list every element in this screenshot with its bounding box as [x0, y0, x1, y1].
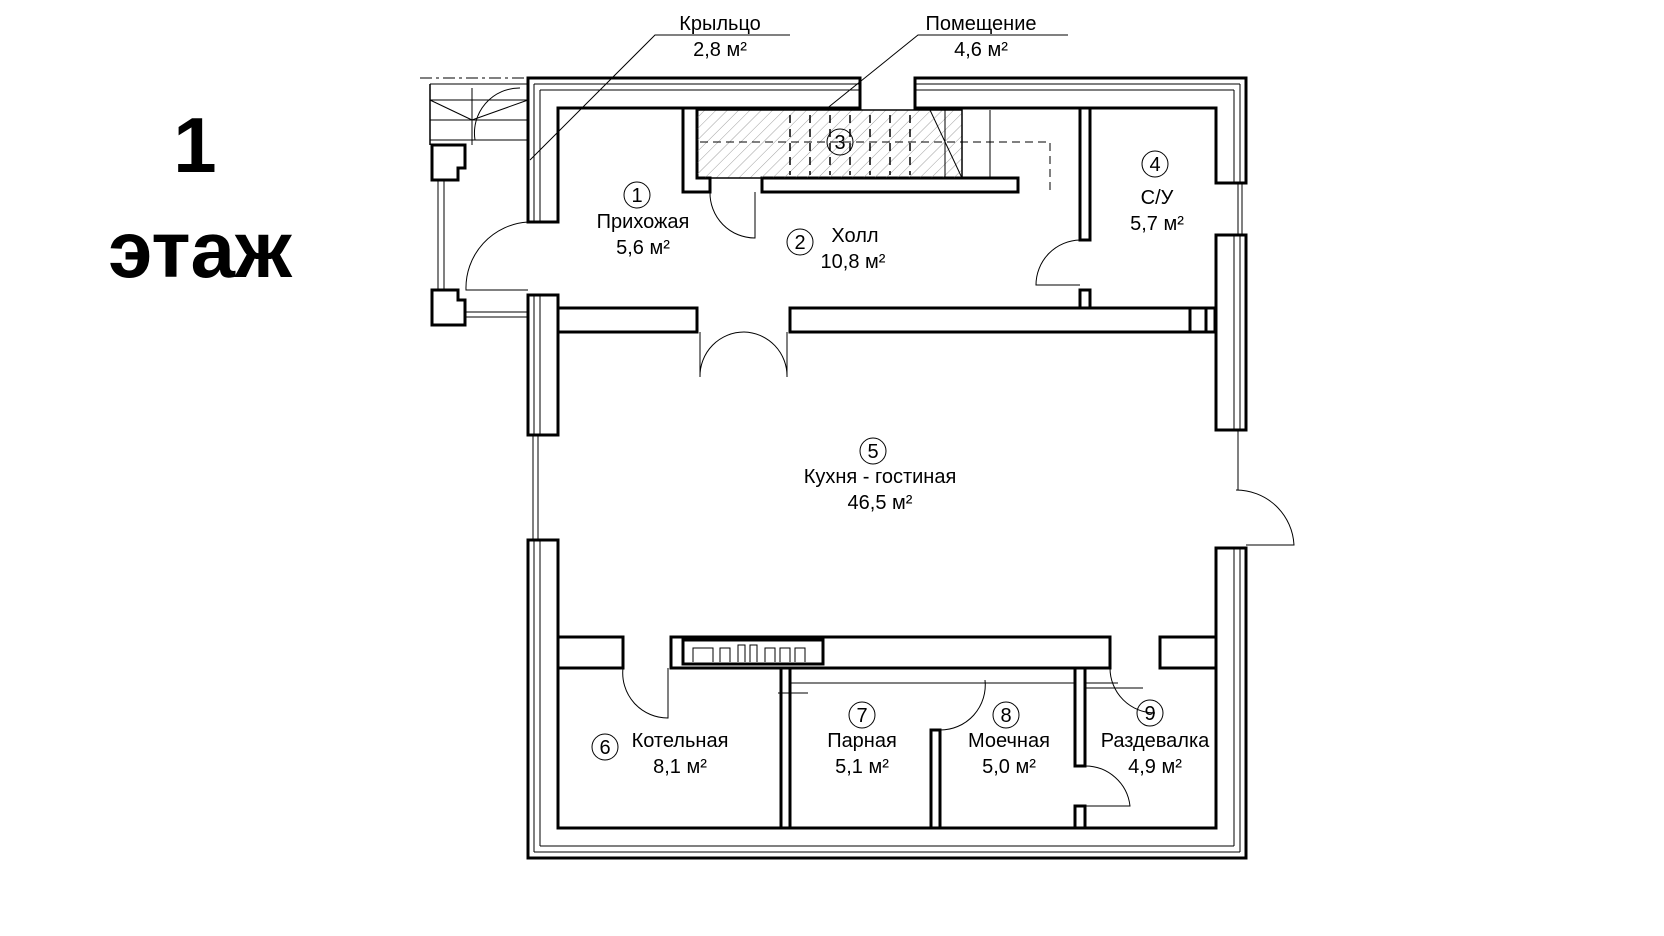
- room-name: Парная: [827, 730, 897, 752]
- room-name: Прихожая: [597, 211, 690, 233]
- floor-label: этаж: [108, 205, 292, 294]
- exterior-walls: [465, 76, 1295, 860]
- room-1: 1 Прихожая 5,6 м²: [597, 181, 690, 259]
- porch: [420, 77, 529, 327]
- room-5: 5 Кухня - гостиная 46,5 м²: [804, 437, 957, 514]
- room-name: Котельная: [632, 730, 729, 752]
- room-area: 5,6 м²: [616, 237, 670, 259]
- room-6: 6 Котельная 8,1 м²: [591, 730, 729, 778]
- room-name: С/У: [1141, 187, 1174, 209]
- floor-number: 1: [173, 101, 217, 189]
- room-area: 10,8 м²: [821, 251, 886, 273]
- room-3: 3: [826, 128, 854, 156]
- room-number: 6: [599, 737, 610, 759]
- room-8: 8 Моечная 5,0 м²: [968, 701, 1050, 778]
- room-number: 4: [1149, 154, 1160, 176]
- room-area: 4,9 м²: [1128, 756, 1182, 778]
- room-area: 8,1 м²: [653, 756, 707, 778]
- room-area: 46,5 м²: [848, 492, 913, 514]
- callout-room-area: 4,6 м²: [954, 39, 1008, 61]
- callout-porch-area: 2,8 м²: [693, 39, 747, 61]
- room-9: 9 Раздевалка 4,9 м²: [1101, 699, 1210, 778]
- room-area: 5,0 м²: [982, 756, 1036, 778]
- room-area: 5,7 м²: [1130, 213, 1184, 235]
- room-number: 3: [834, 132, 845, 154]
- room-name: Холл: [831, 225, 878, 247]
- staircase: [696, 109, 1051, 192]
- room-name: Моечная: [968, 730, 1050, 752]
- room-number: 9: [1144, 703, 1155, 725]
- room-number: 7: [856, 705, 867, 727]
- room-2: 2 Холл 10,8 м²: [786, 225, 886, 273]
- callout-room: Помещение 4,6 м²: [824, 13, 1068, 111]
- room-number: 5: [867, 441, 878, 463]
- room-7: 7 Парная 5,1 м²: [827, 701, 897, 778]
- room-number: 1: [631, 185, 642, 207]
- room-number: 8: [1000, 705, 1011, 727]
- callout-porch-name: Крыльцо: [679, 13, 761, 35]
- room-4: 4 С/У 5,7 м²: [1130, 150, 1184, 235]
- callout-porch: Крыльцо 2,8 м²: [529, 13, 790, 161]
- callout-room-name: Помещение: [925, 13, 1036, 35]
- room-number: 2: [794, 232, 805, 254]
- room-area: 5,1 м²: [835, 756, 889, 778]
- room-name: Кухня - гостиная: [804, 466, 957, 488]
- room-name: Раздевалка: [1101, 730, 1210, 752]
